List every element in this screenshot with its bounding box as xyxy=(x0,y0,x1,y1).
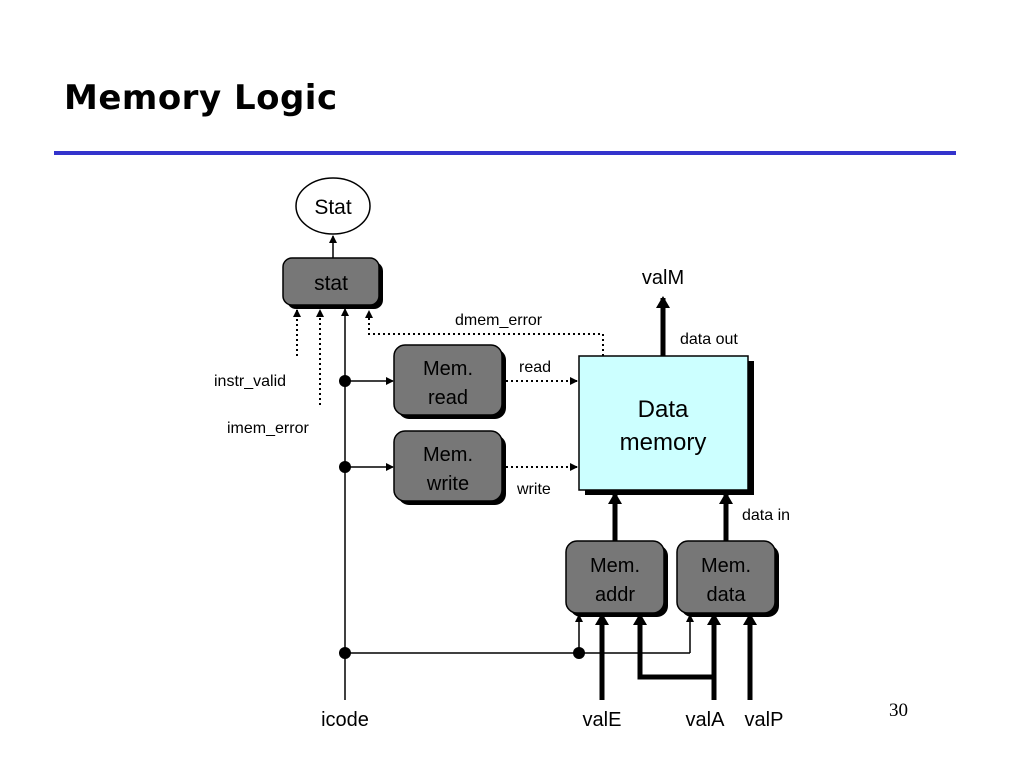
dmem-error-label: dmem_error xyxy=(455,312,543,329)
stat-block: stat xyxy=(282,257,383,309)
stat-block-label: stat xyxy=(314,272,348,295)
valA-to-addr-wire xyxy=(633,613,714,680)
valA-label: valA xyxy=(686,709,726,731)
instr-valid-label: instr_valid xyxy=(214,373,286,390)
mem-data-block: Mem. data xyxy=(676,540,779,617)
page-title: Memory Logic xyxy=(64,78,338,118)
title-divider xyxy=(54,151,956,155)
read-label: read xyxy=(519,359,551,376)
dmem-error-wire xyxy=(365,310,604,356)
mem-read-label-line2: read xyxy=(428,387,468,409)
mem-data-label-line2: data xyxy=(707,584,747,606)
mem-write-block: Mem. write xyxy=(393,430,506,505)
write-label: write xyxy=(516,481,551,498)
data-memory-block: Data memory xyxy=(578,355,754,495)
mem-addr-label-line2: addr xyxy=(595,584,635,606)
data-memory-label-line2: memory xyxy=(620,429,707,456)
valM-label: valM xyxy=(642,267,684,289)
valE-label: valE xyxy=(583,709,622,731)
mem-read-block: Mem. read xyxy=(393,344,506,419)
stat-output-node: Stat xyxy=(295,177,371,235)
mem-write-label-line1: Mem. xyxy=(423,444,473,466)
mem-addr-label-line1: Mem. xyxy=(590,555,640,577)
data-out-label: data out xyxy=(680,331,738,348)
mem-data-label-line1: Mem. xyxy=(701,555,751,577)
mem-write-label-line2: write xyxy=(426,473,469,495)
valP-label: valP xyxy=(745,709,784,731)
mem-addr-block: Mem. addr xyxy=(565,540,668,617)
imem-error-label: imem_error xyxy=(227,420,309,437)
stat-output-label: Stat xyxy=(314,196,352,219)
data-memory-label-line1: Data xyxy=(638,396,689,423)
page-number: 30 xyxy=(889,700,908,721)
mem-read-label-line1: Mem. xyxy=(423,358,473,380)
data-in-label: data in xyxy=(742,507,790,524)
icode-label: icode xyxy=(321,709,369,731)
